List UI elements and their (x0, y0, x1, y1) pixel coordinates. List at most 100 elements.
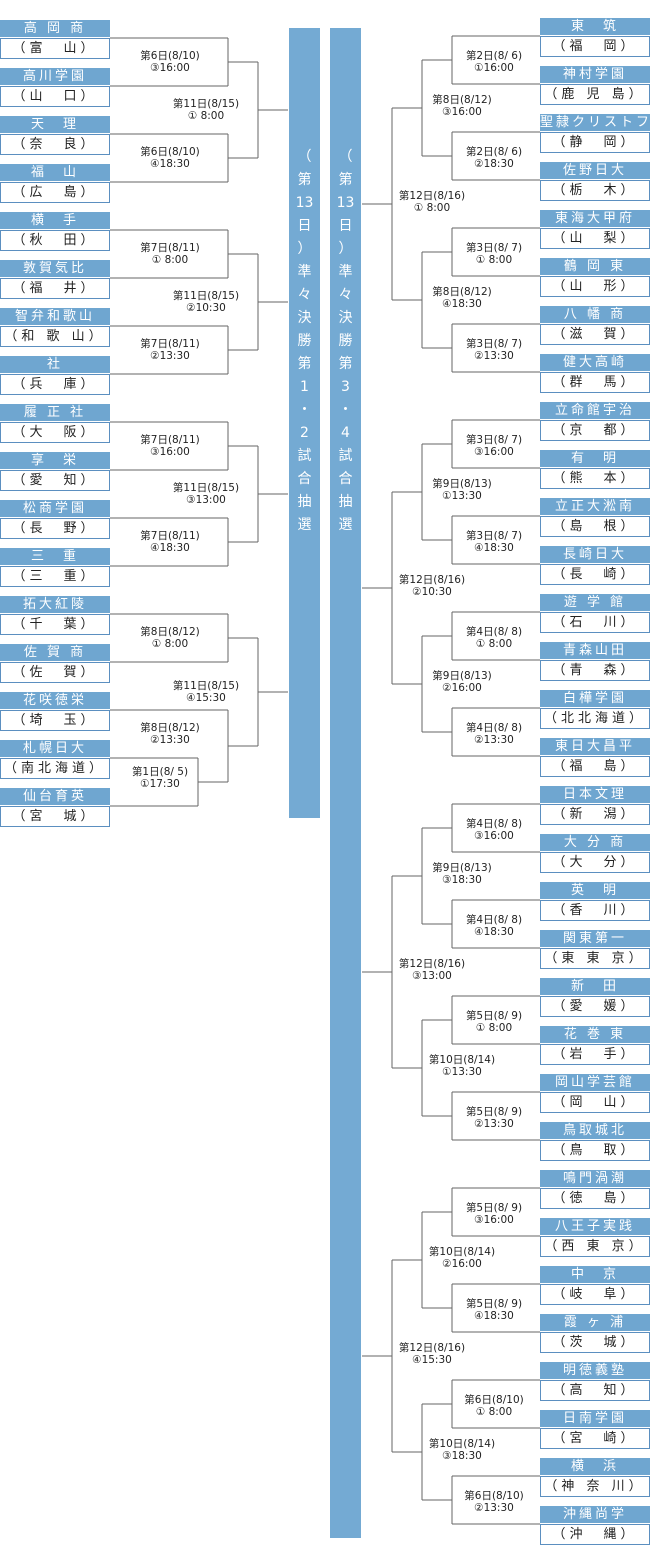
match-schedule-label: 第3日(8/ 7)④18:30 (454, 530, 534, 554)
banner-char: 抽 (297, 494, 312, 510)
team-entry: 神村学園（鹿 児 島） (540, 66, 650, 106)
team-entry: 松商学園（長 野） (0, 500, 110, 540)
match-date: 第5日(8/ 9) (465, 1106, 523, 1118)
team-name: 大 分 商 (540, 834, 650, 851)
team-name: 長崎日大 (540, 546, 650, 563)
team-entry: 福 山（広 島） (0, 164, 110, 204)
team-entry: 敦賀気比（福 井） (0, 260, 110, 300)
team-prefecture: （北北海道） (540, 708, 650, 729)
team-prefecture: （千 葉） (0, 614, 110, 635)
match-time: ②13:30 (474, 1118, 514, 1130)
team-name: 享 栄 (0, 452, 110, 469)
team-prefecture: （富 山） (0, 38, 110, 59)
team-prefecture: （東 東 京） (540, 948, 650, 969)
match-schedule-label: 第9日(8/13)②16:00 (422, 670, 502, 694)
team-name: 明徳義塾 (540, 1362, 650, 1379)
team-name: 拓大紅陵 (0, 596, 110, 613)
team-prefecture: （福 岡） (540, 36, 650, 57)
banner-char: 2 (300, 425, 309, 441)
team-prefecture: （滋 賀） (540, 324, 650, 345)
banner-char: 日 (338, 218, 353, 234)
team-prefecture: （埼 玉） (0, 710, 110, 731)
team-entry: 英 明（香 川） (540, 882, 650, 922)
match-date: 第12日(8/16) (398, 1342, 466, 1354)
team-name: 社 (0, 356, 110, 373)
team-name: 立命館宇治 (540, 402, 650, 419)
banner-char: 合 (338, 471, 353, 487)
match-schedule-label: 第5日(8/ 9)④18:30 (454, 1298, 534, 1322)
team-prefecture: （愛 知） (0, 470, 110, 491)
match-time: ③13:00 (412, 970, 452, 982)
match-time: ③16:00 (474, 830, 514, 842)
match-schedule-label: 第3日(8/ 7)① 8:00 (454, 242, 534, 266)
team-prefecture: （和 歌 山） (0, 326, 110, 347)
team-name: 札幌日大 (0, 740, 110, 757)
banner-char: 4 (341, 425, 350, 441)
match-date: 第8日(8/12) (432, 286, 492, 298)
team-name: 日本文理 (540, 786, 650, 803)
team-entry: 拓大紅陵（千 葉） (0, 596, 110, 636)
team-prefecture: （長 野） (0, 518, 110, 539)
banner-char: 選 (338, 517, 353, 533)
team-prefecture: （熊 本） (540, 468, 650, 489)
team-name: 福 山 (0, 164, 110, 181)
team-entry: 大 分 商（大 分） (540, 834, 650, 874)
banner-char: 準 (338, 264, 353, 280)
team-entry: 三 重（三 重） (0, 548, 110, 588)
team-prefecture: （福 島） (540, 756, 650, 777)
match-schedule-label: 第6日(8/10)③16:00 (130, 50, 210, 74)
team-entry: 横 手（秋 田） (0, 212, 110, 252)
banner-char: 第 (297, 172, 312, 188)
match-schedule-label: 第7日(8/11)① 8:00 (130, 242, 210, 266)
team-entry: 健大高崎（群 馬） (540, 354, 650, 394)
match-schedule-label: 第5日(8/ 9)③16:00 (454, 1202, 534, 1226)
match-schedule-label: 第12日(8/16)②10:30 (392, 574, 472, 598)
team-prefecture: （岐 阜） (540, 1284, 650, 1305)
match-date: 第10日(8/14) (428, 1246, 496, 1258)
team-prefecture: （福 井） (0, 278, 110, 299)
team-name: 関東第一 (540, 930, 650, 947)
team-name: 日南学園 (540, 1410, 650, 1427)
team-name: 神村学園 (540, 66, 650, 83)
banner-char: 試 (297, 448, 312, 464)
banner-char: ） (297, 241, 312, 257)
team-name: 東 筑 (540, 18, 650, 35)
match-date: 第11日(8/15) (172, 98, 240, 110)
match-schedule-label: 第11日(8/15)③13:00 (166, 482, 246, 506)
match-schedule-label: 第12日(8/16)③13:00 (392, 958, 472, 982)
match-time: ①13:30 (442, 1066, 482, 1078)
team-entry: 智弁和歌山（和 歌 山） (0, 308, 110, 348)
team-name: 健大高崎 (540, 354, 650, 371)
match-time: ① 8:00 (475, 1022, 513, 1034)
team-prefecture: （青 森） (540, 660, 650, 681)
team-entry: 日本文理（新 潟） (540, 786, 650, 826)
team-entry: 沖縄尚学（沖 縄） (540, 1506, 650, 1546)
team-entry: 鳥取城北（鳥 取） (540, 1122, 650, 1162)
team-prefecture: （徳 島） (540, 1188, 650, 1209)
team-entry: 遊 学 館（石 川） (540, 594, 650, 634)
match-time: ① 8:00 (187, 110, 225, 122)
match-schedule-label: 第12日(8/16)④15:30 (392, 1342, 472, 1366)
match-date: 第9日(8/13) (432, 862, 492, 874)
team-prefecture: （広 島） (0, 182, 110, 203)
team-name: 沖縄尚学 (540, 1506, 650, 1523)
team-name: 白樺学園 (540, 690, 650, 707)
banner-char: （ (338, 149, 353, 165)
team-entry: 新 田（愛 媛） (540, 978, 650, 1018)
team-prefecture: （愛 媛） (540, 996, 650, 1017)
banner-char: ・ (297, 402, 312, 418)
match-date: 第3日(8/ 7) (465, 338, 523, 350)
team-name: 横 浜 (540, 1458, 650, 1475)
team-entry: 立命館宇治（京 都） (540, 402, 650, 442)
match-date: 第12日(8/16) (398, 190, 466, 202)
match-date: 第6日(8/10) (464, 1394, 524, 1406)
team-name: 鶴 岡 東 (540, 258, 650, 275)
match-date: 第9日(8/13) (432, 670, 492, 682)
match-time: ①13:30 (442, 490, 482, 502)
match-time: ①16:00 (474, 62, 514, 74)
team-name: 三 重 (0, 548, 110, 565)
match-time: ③16:00 (442, 106, 482, 118)
match-date: 第7日(8/11) (140, 338, 200, 350)
match-time: ③16:00 (150, 446, 190, 458)
